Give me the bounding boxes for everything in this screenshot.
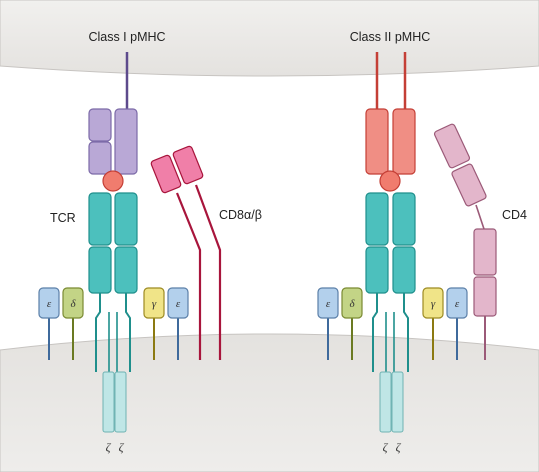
cd8-domain bbox=[150, 154, 182, 194]
peptide bbox=[102, 170, 124, 192]
cd8-label: CD8α/β bbox=[219, 208, 262, 222]
tcr-alpha-constant bbox=[365, 246, 389, 294]
zeta-chain bbox=[391, 371, 404, 433]
mhc-i-domain bbox=[114, 108, 138, 175]
class-ii-complex bbox=[317, 52, 497, 433]
zeta-chain bbox=[114, 371, 127, 433]
cd3-epsilon-label: ε bbox=[326, 298, 331, 310]
mhc-ii-domain bbox=[365, 108, 389, 175]
tcr-alpha-constant bbox=[88, 246, 112, 294]
zeta-chain bbox=[379, 371, 392, 433]
cd4-domain bbox=[451, 163, 487, 207]
tcr-tm bbox=[372, 293, 378, 372]
zeta-label: ζ bbox=[383, 440, 389, 454]
tcr-alpha-domain bbox=[88, 192, 112, 246]
t-cell-membrane bbox=[0, 333, 539, 472]
cd8-stalk bbox=[175, 192, 202, 360]
apc-membrane bbox=[0, 0, 539, 77]
mhc-ii-domain bbox=[392, 108, 416, 175]
cd3-epsilon-box bbox=[38, 287, 60, 319]
peptide bbox=[379, 170, 401, 192]
zeta-label: ζ bbox=[119, 440, 125, 454]
cd3-epsilon-box bbox=[317, 287, 339, 319]
cd3-epsilon-box bbox=[167, 287, 189, 319]
tcr-tm bbox=[403, 293, 409, 372]
tcr-beta-domain bbox=[392, 192, 416, 246]
cd3-gamma-box bbox=[143, 287, 165, 319]
cd3-delta-label: δ bbox=[349, 298, 355, 310]
cd4-domain bbox=[433, 123, 471, 169]
cd4-label: CD4 bbox=[502, 208, 527, 222]
cd3-epsilon-label: ε bbox=[47, 298, 52, 310]
cd8-domain bbox=[172, 145, 204, 185]
tcr-beta-constant bbox=[114, 246, 138, 294]
cd3-epsilon-box bbox=[446, 287, 468, 319]
mhc-i-domain bbox=[88, 108, 112, 142]
cd3-gamma-label: γ bbox=[152, 298, 157, 310]
cd4-domain bbox=[473, 276, 497, 317]
cd8-stalk bbox=[194, 184, 222, 360]
class-ii-label: Class II pMHC bbox=[350, 30, 431, 44]
cd4-domain bbox=[473, 228, 497, 276]
zeta-chain bbox=[102, 371, 115, 433]
tcr-beta-constant bbox=[392, 246, 416, 294]
class-i-label: Class I pMHC bbox=[88, 30, 165, 44]
class-i-complex bbox=[38, 52, 222, 433]
zeta-label: ζ bbox=[396, 440, 402, 454]
tcr-label: TCR bbox=[50, 211, 76, 225]
tcr-beta-domain bbox=[114, 192, 138, 246]
cd3-delta-box bbox=[341, 287, 363, 319]
zeta-label: ζ bbox=[106, 440, 112, 454]
cd3-epsilon-label: ε bbox=[455, 298, 460, 310]
cd3-gamma-label: γ bbox=[431, 298, 436, 310]
tcr-alpha-domain bbox=[365, 192, 389, 246]
cd3-delta-label: δ bbox=[70, 298, 76, 310]
cd3-epsilon-label: ε bbox=[176, 298, 181, 310]
cd3-gamma-box bbox=[422, 287, 444, 319]
cd4-hinge bbox=[475, 204, 485, 230]
cd3-delta-box bbox=[62, 287, 84, 319]
mhc-i-domain bbox=[88, 141, 112, 175]
tcr-tm bbox=[95, 293, 101, 372]
tcr-tm bbox=[125, 293, 131, 372]
